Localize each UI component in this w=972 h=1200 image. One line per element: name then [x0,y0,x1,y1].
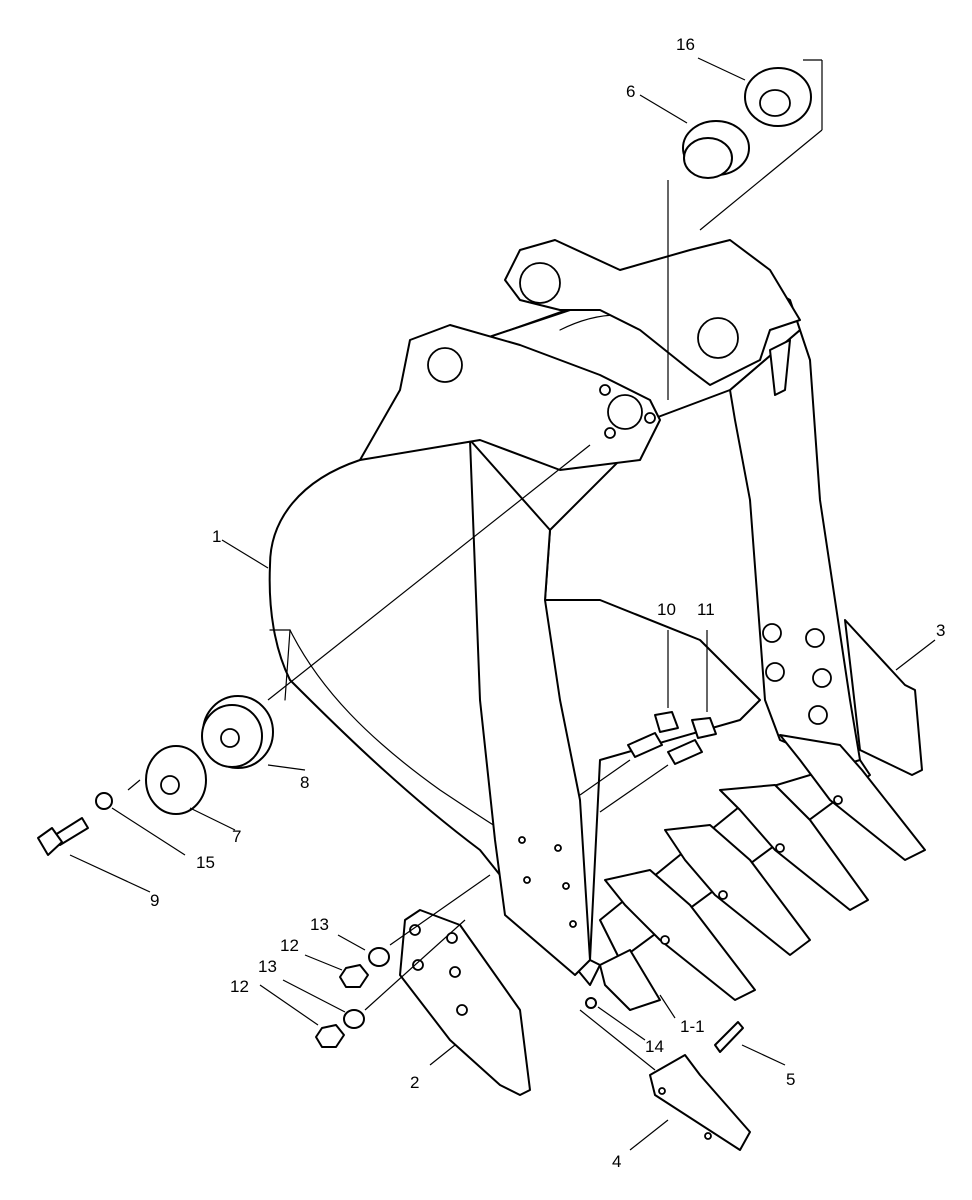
label-11: 11 [697,600,715,619]
bushing-6 [682,120,750,179]
bucket-body [268,239,871,986]
washer-13-upper [368,947,390,967]
bolt-11 [667,717,717,765]
leader-lines [69,57,936,1151]
washer-15 [95,792,113,810]
label-2: 2 [410,1073,419,1092]
washer-13-lower [343,1009,365,1029]
label-8: 8 [300,773,309,792]
label-7: 7 [232,827,241,846]
part-labels: 1 1-1 2 3 4 5 6 7 8 9 10 11 12 12 13 13 … [150,35,945,1171]
bushing-16 [744,67,812,127]
bolt-9 [37,817,89,856]
pin-5 [714,1021,744,1053]
spacer-8 [201,695,274,769]
label-3: 3 [936,621,945,640]
label-16: 16 [676,35,695,54]
label-9: 9 [150,891,159,910]
label-14: 14 [645,1037,664,1056]
label-6: 6 [626,82,635,101]
side-cutter-left [399,909,531,1096]
label-1-1: 1-1 [680,1017,705,1036]
label-1: 1 [212,527,221,546]
label-4: 4 [612,1152,621,1171]
label-12-upper: 12 [280,936,299,955]
plate-7 [145,745,207,815]
label-5: 5 [786,1070,795,1089]
label-10: 10 [657,600,676,619]
bolt-10 [627,711,679,758]
side-cutter-right [844,619,923,776]
lock-14 [585,997,597,1009]
nut-12-upper [339,964,369,988]
label-13-lower: 13 [258,957,277,976]
label-13-upper: 13 [310,915,329,934]
tooth-4 [649,1054,751,1151]
label-15: 15 [196,853,215,872]
nut-12-lower [315,1024,345,1048]
teeth-row [599,734,926,1011]
label-12-lower: 12 [230,977,249,996]
